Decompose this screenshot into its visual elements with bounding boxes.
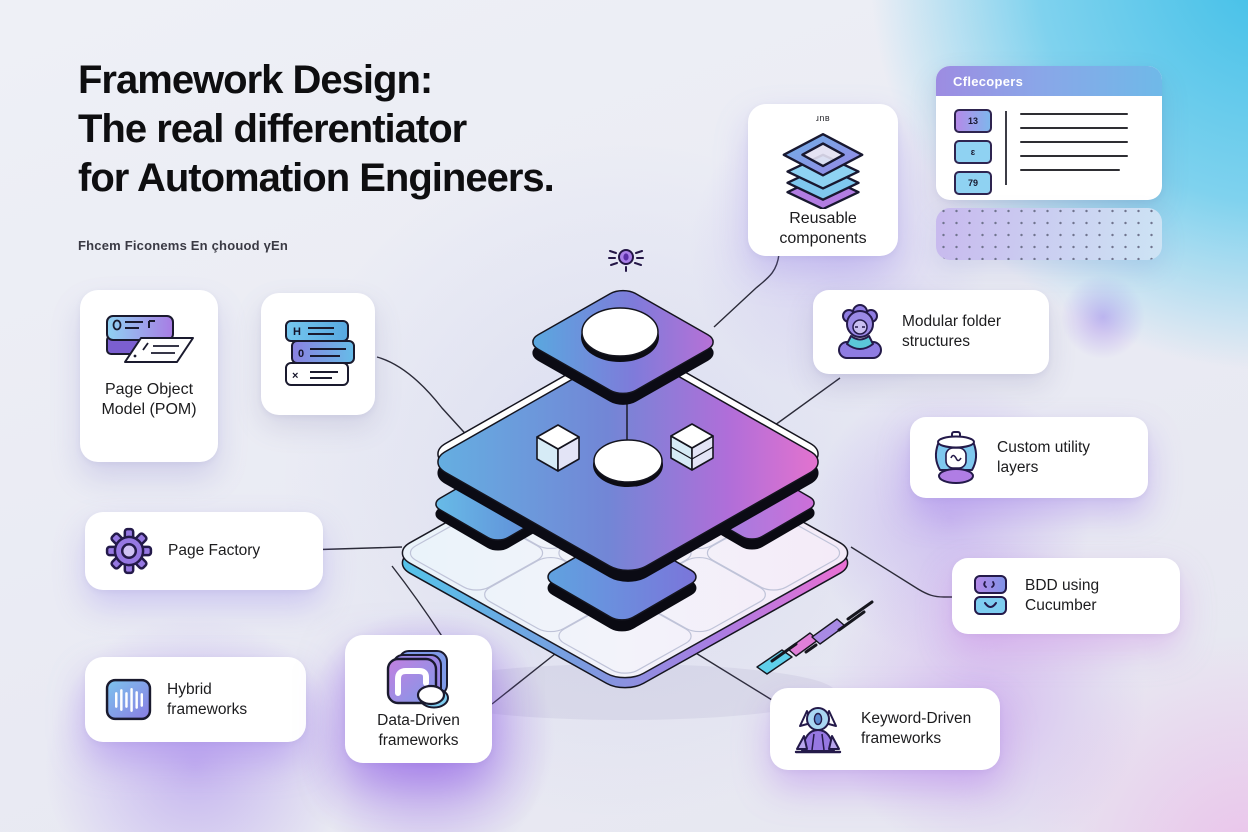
server-stack-icon: H 0 × <box>285 320 355 386</box>
data-stack-icon <box>386 650 449 709</box>
badge: 79 <box>954 171 992 195</box>
data-label: Data-Driven frameworks <box>377 712 460 749</box>
page-object-model-card: Page Object Model (POM) <box>80 290 218 462</box>
keyword-driven-card: Keyword-Driven frameworks <box>770 688 1000 770</box>
decorative-slashes <box>770 600 874 663</box>
bdd-cucumber-card: BDD using Cucumber <box>952 558 1180 634</box>
middle-ellipse <box>593 439 663 487</box>
reusable-components-card: ɹnв Reusable components <box>748 104 898 256</box>
data-driven-card: Data-Driven frameworks <box>345 635 492 763</box>
page-factory-card: Page Factory <box>85 512 323 590</box>
cube-right <box>670 423 714 471</box>
browser-card: Cflecopers 13 ɛ 79 <box>936 66 1162 200</box>
badge: ɛ <box>954 140 992 164</box>
custom-utility-card: Custom utility layers <box>910 417 1148 498</box>
svg-text:H: H <box>293 326 301 338</box>
modular-label: Modular folder structures <box>902 313 1002 350</box>
decorative-bars <box>756 618 846 675</box>
dotted-panel <box>936 208 1162 260</box>
svg-text:×: × <box>292 370 298 382</box>
text-lines <box>1020 109 1148 195</box>
ground-shadow <box>415 664 835 720</box>
divider <box>1005 111 1007 185</box>
hybrid-label: Hybrid frameworks <box>167 680 248 718</box>
browser-card-body: 13 ɛ 79 <box>936 96 1162 195</box>
person-bust-icon <box>838 304 882 359</box>
page-title: Framework Design: The real differentiato… <box>78 58 555 200</box>
page-card-icon <box>106 315 194 363</box>
lightbulb-icon <box>608 249 644 272</box>
gear-icon <box>105 527 153 575</box>
equalizer-icon <box>105 678 152 721</box>
pom-label: Page Object Model (POM) <box>101 381 197 419</box>
browser-card-header: Cflecopers <box>936 66 1162 96</box>
svg-text:0: 0 <box>298 348 304 360</box>
custom-label: Custom utility layers <box>997 438 1091 476</box>
keyword-label: Keyword-Driven frameworks <box>861 710 972 747</box>
server-stack-card: H 0 × <box>261 293 375 415</box>
layers-icon <box>782 133 864 209</box>
robed-figure-icon <box>794 707 842 754</box>
reusable-tag: ɹnв <box>815 113 831 123</box>
pagefactory-label: Page Factory <box>168 542 261 560</box>
badge: 13 <box>954 109 992 133</box>
modular-folder-card: Modular folder structures <box>813 290 1049 374</box>
top-tile <box>525 286 720 408</box>
utility-jar-icon <box>934 430 978 484</box>
cube-left <box>536 424 580 472</box>
hybrid-frameworks-card: Hybrid frameworks <box>85 657 306 742</box>
badge-column: 13 ɛ 79 <box>954 109 992 195</box>
bdd-label: BDD using Cucumber <box>1025 577 1100 614</box>
bdd-badges-icon <box>974 575 1007 615</box>
reusable-label: Reusable components <box>779 210 867 248</box>
page-subtitle: Fhcem Ficonems En çhouod γEn <box>78 238 289 253</box>
